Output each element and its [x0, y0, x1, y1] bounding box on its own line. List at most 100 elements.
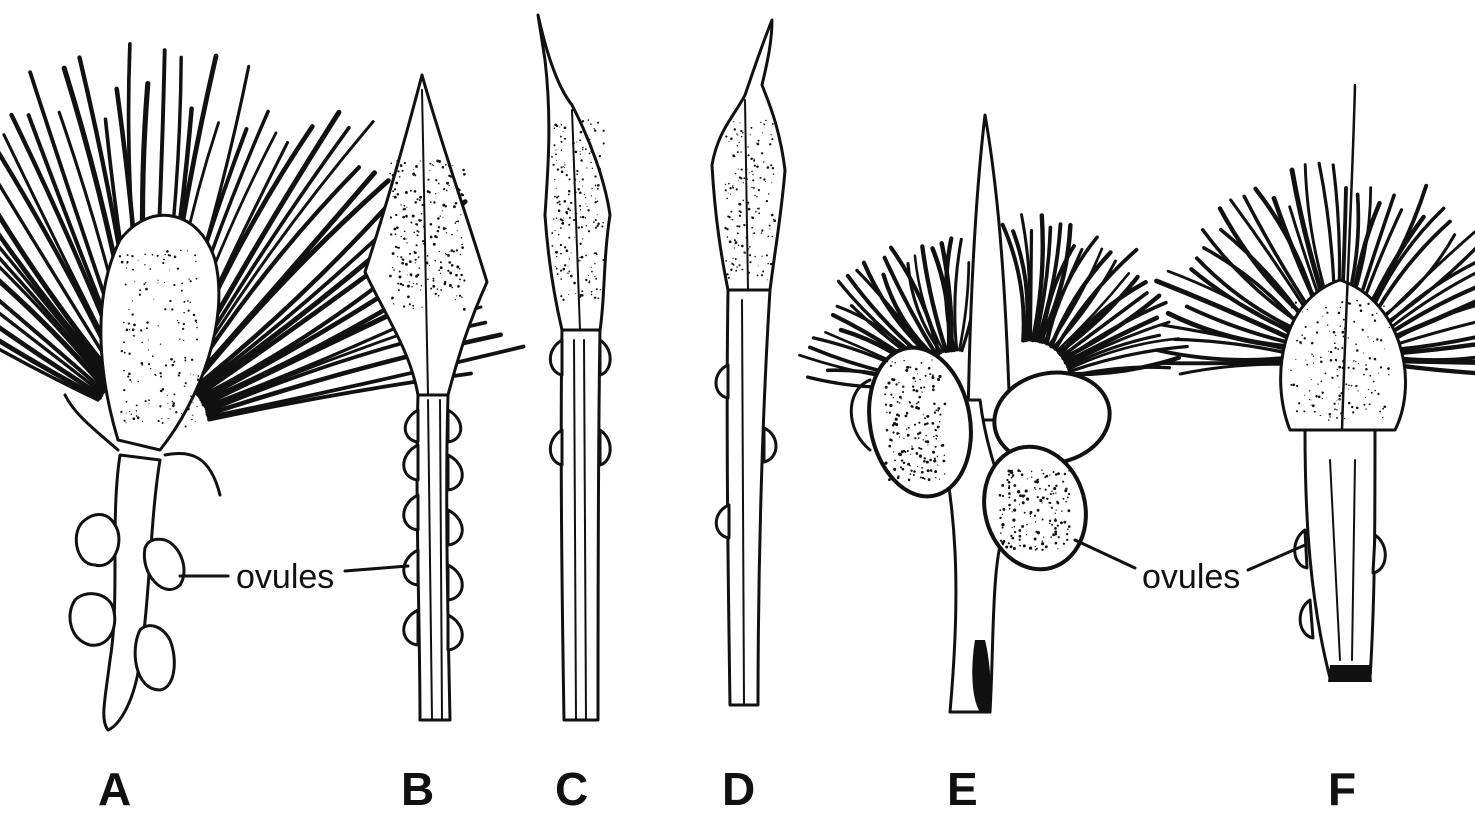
- stipple-dot: [196, 338, 198, 340]
- stipple-dot: [164, 308, 166, 310]
- stipple-dot: [901, 398, 902, 399]
- stipple-dot: [903, 360, 904, 361]
- stipple-dot: [884, 462, 887, 465]
- stipple-dot: [1303, 410, 1305, 412]
- stipple-dot: [939, 426, 940, 427]
- stipple-dot: [427, 255, 429, 257]
- stipple-dot: [916, 452, 919, 455]
- stipple-dot: [1353, 321, 1355, 323]
- stipple-dot: [421, 285, 422, 286]
- stipple-dot: [753, 158, 754, 159]
- stipple-dot: [743, 251, 745, 253]
- stipple-dot: [911, 446, 912, 447]
- stipple-dot: [594, 297, 596, 299]
- stipple-dot: [726, 273, 728, 275]
- stipple-dot: [461, 237, 463, 239]
- stipple-dot: [1014, 531, 1016, 533]
- stipple-dot: [1351, 385, 1353, 387]
- stipple-dot: [918, 437, 920, 439]
- stipple-dot: [1041, 549, 1043, 551]
- stipple-dot: [568, 190, 571, 193]
- stipple-dot: [903, 438, 904, 439]
- stipple-dot: [157, 255, 159, 257]
- stipple-dot: [457, 285, 460, 288]
- stipple-dot: [765, 120, 766, 121]
- stipple-dot: [407, 296, 410, 299]
- stipple-dot: [929, 373, 931, 375]
- stipple-dot: [929, 459, 932, 462]
- stipple-dot: [1338, 394, 1341, 397]
- stipple-dot: [149, 268, 151, 270]
- stipple-dot: [1038, 479, 1039, 480]
- stipple-dot: [737, 135, 738, 136]
- stipple-dot: [558, 195, 560, 197]
- stipple-dot: [927, 444, 928, 445]
- stipple-dot: [406, 207, 407, 208]
- stipple-dot: [908, 427, 910, 429]
- stipple-dot: [730, 268, 732, 270]
- stipple-dot: [726, 198, 728, 200]
- stipple-dot: [1035, 489, 1036, 490]
- stipple-dot: [415, 223, 417, 225]
- stipple-dot: [561, 219, 563, 221]
- stipple-dot: [1374, 390, 1376, 392]
- stipple-dot: [1006, 479, 1008, 481]
- stipple-dot: [906, 412, 909, 415]
- stipple-dot: [1046, 475, 1049, 478]
- stipple-dot: [899, 402, 901, 404]
- stipple-dot: [1021, 494, 1024, 497]
- stipple-dot: [128, 353, 130, 355]
- stipple-dot: [1019, 471, 1021, 473]
- stipple-dot: [924, 423, 927, 426]
- stipple-dot: [126, 263, 127, 264]
- stipple-dot: [725, 189, 727, 191]
- stipple-dot: [419, 196, 422, 199]
- stipple-dot: [421, 219, 422, 220]
- stipple-dot: [733, 121, 734, 122]
- stipple-dot: [582, 147, 584, 149]
- stipple-dot: [131, 413, 132, 414]
- stipple-dot: [462, 169, 465, 172]
- stipple-dot: [752, 233, 753, 234]
- stipple-dot: [944, 473, 945, 474]
- stipple-dot: [741, 245, 744, 248]
- stipple-dot: [913, 474, 915, 476]
- stipple-dot: [731, 263, 733, 265]
- stipple-dot: [119, 255, 121, 257]
- stipple-dot: [580, 216, 582, 218]
- stipple-dot: [1321, 381, 1323, 383]
- stipple-dot: [1019, 539, 1021, 541]
- stipple-dot: [593, 128, 594, 129]
- stipple-dot: [925, 435, 926, 436]
- stipple-dot: [1010, 545, 1013, 548]
- stipple-dot: [422, 240, 424, 242]
- stipple-dot: [731, 219, 732, 220]
- stipple-dot: [885, 386, 888, 389]
- stipple-dot: [1311, 342, 1314, 345]
- stipple-dot: [187, 300, 189, 302]
- stipple-dot: [1041, 469, 1043, 471]
- stipple-dot: [1066, 533, 1068, 535]
- stipple-dot: [748, 154, 750, 156]
- stipple-dot: [440, 289, 442, 291]
- stipple-dot: [748, 208, 751, 211]
- stipple-dot: [1355, 385, 1357, 387]
- stipple-dot: [1365, 397, 1366, 398]
- stipple-dot: [919, 379, 921, 381]
- stipple-dot: [594, 175, 596, 177]
- stipple-dot: [585, 279, 587, 281]
- stipple-dot: [944, 455, 945, 456]
- stipple-dot: [905, 369, 908, 372]
- stipple-dot: [1008, 496, 1010, 498]
- stipple-dot: [169, 408, 170, 409]
- stipple-dot: [455, 274, 458, 277]
- stipple-dot: [132, 328, 135, 331]
- stipple-dot: [442, 204, 445, 207]
- stipple-dot: [433, 280, 435, 282]
- stipple-dot: [1356, 407, 1359, 410]
- stipple-dot: [396, 160, 398, 162]
- stipple-dot: [430, 236, 433, 239]
- stipple-dot: [769, 228, 770, 229]
- stipple-dot: [738, 264, 740, 266]
- stipple-dot: [889, 404, 892, 407]
